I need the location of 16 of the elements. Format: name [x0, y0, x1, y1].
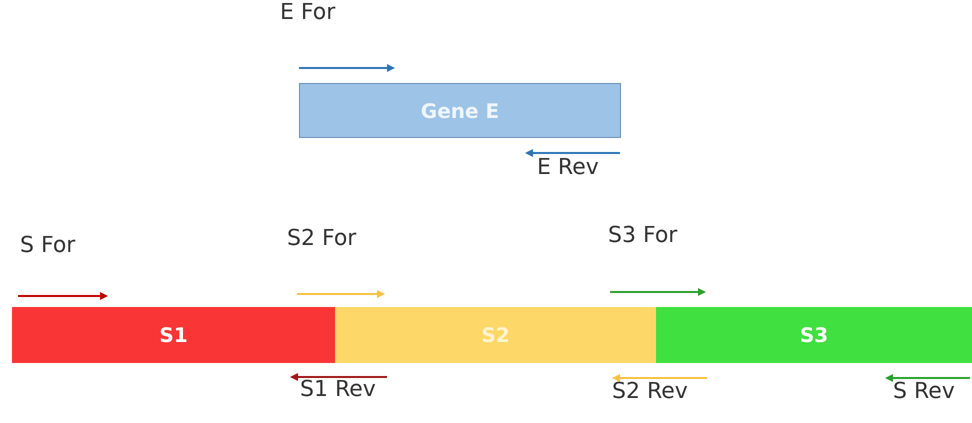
primer-label: S3 For [608, 225, 678, 247]
primer-label: S2 For [287, 228, 356, 250]
gene-segment [299, 83, 621, 138]
segment-label: S3 [800, 323, 828, 347]
segment-label: S2 [481, 323, 510, 347]
gene-segment [335, 307, 656, 363]
segment-label: S1 [159, 323, 188, 347]
primer-label: E Rev [537, 157, 599, 179]
primer-label: S Rev [893, 381, 955, 403]
primer-label: S2 Rev [612, 381, 688, 403]
gene-segment [656, 307, 972, 363]
segment-label: Gene E [420, 98, 500, 122]
primer-label: E For [280, 2, 336, 24]
primer-label: S For [20, 235, 76, 257]
gene-segment [12, 307, 335, 363]
primer-label: S1 Rev [300, 379, 376, 401]
